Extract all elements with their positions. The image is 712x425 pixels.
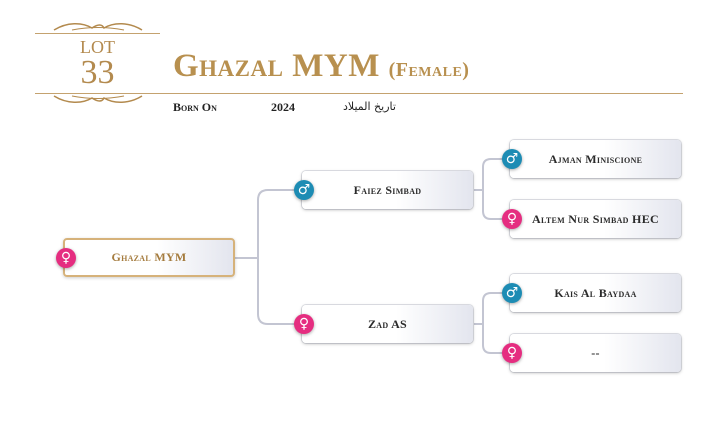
sire-dam-name: Altem Nur Simbad HEC (532, 211, 659, 226)
female-icon: ♀ (294, 314, 314, 334)
male-icon: ♂ (502, 149, 522, 169)
male-icon: ♂ (502, 283, 522, 303)
female-icon: ♀ (502, 209, 522, 229)
header-rule (35, 93, 683, 94)
lot-number: 33 (80, 54, 115, 91)
horse-sex: (Female) (388, 59, 470, 81)
born-year: 2024 (271, 100, 295, 114)
pedigree-sire[interactable]: Faiez Simbad (302, 171, 473, 209)
ornament-bottom (53, 95, 143, 103)
sire-name: Faiez Simbad (353, 182, 422, 197)
pedigree-root[interactable]: Ghazal MYM (63, 238, 235, 277)
female-icon: ♀ (56, 248, 76, 268)
ornament-top (53, 23, 143, 31)
born-label: Born On (173, 100, 217, 114)
pedigree-dam-sire[interactable]: Kais Al Baydaa (510, 274, 681, 312)
horse-title: Ghazal MYM (Female) (173, 48, 469, 85)
born-label-arabic: تاريخ الميلاد (343, 100, 396, 113)
pedigree-sire-sire[interactable]: Ajman Miniscione (510, 140, 681, 178)
pedigree-dam-dam[interactable]: -- (510, 334, 681, 372)
dam-sire-name: Kais Al Baydaa (554, 285, 637, 300)
dam-name: Zad AS (367, 316, 408, 331)
lot-label: LOT (80, 37, 115, 57)
pedigree-sire-dam[interactable]: Altem Nur Simbad HEC (510, 200, 681, 238)
sire-sire-name: Ajman Miniscione (548, 151, 643, 166)
horse-name: Ghazal MYM (173, 48, 380, 84)
pedigree-dam[interactable]: Zad AS (302, 305, 473, 343)
female-icon: ♀ (502, 343, 522, 363)
root-name: Ghazal MYM (111, 250, 187, 264)
dam-dam-name: -- (591, 345, 600, 360)
lot-top-rule (35, 33, 160, 34)
male-icon: ♂ (294, 180, 314, 200)
